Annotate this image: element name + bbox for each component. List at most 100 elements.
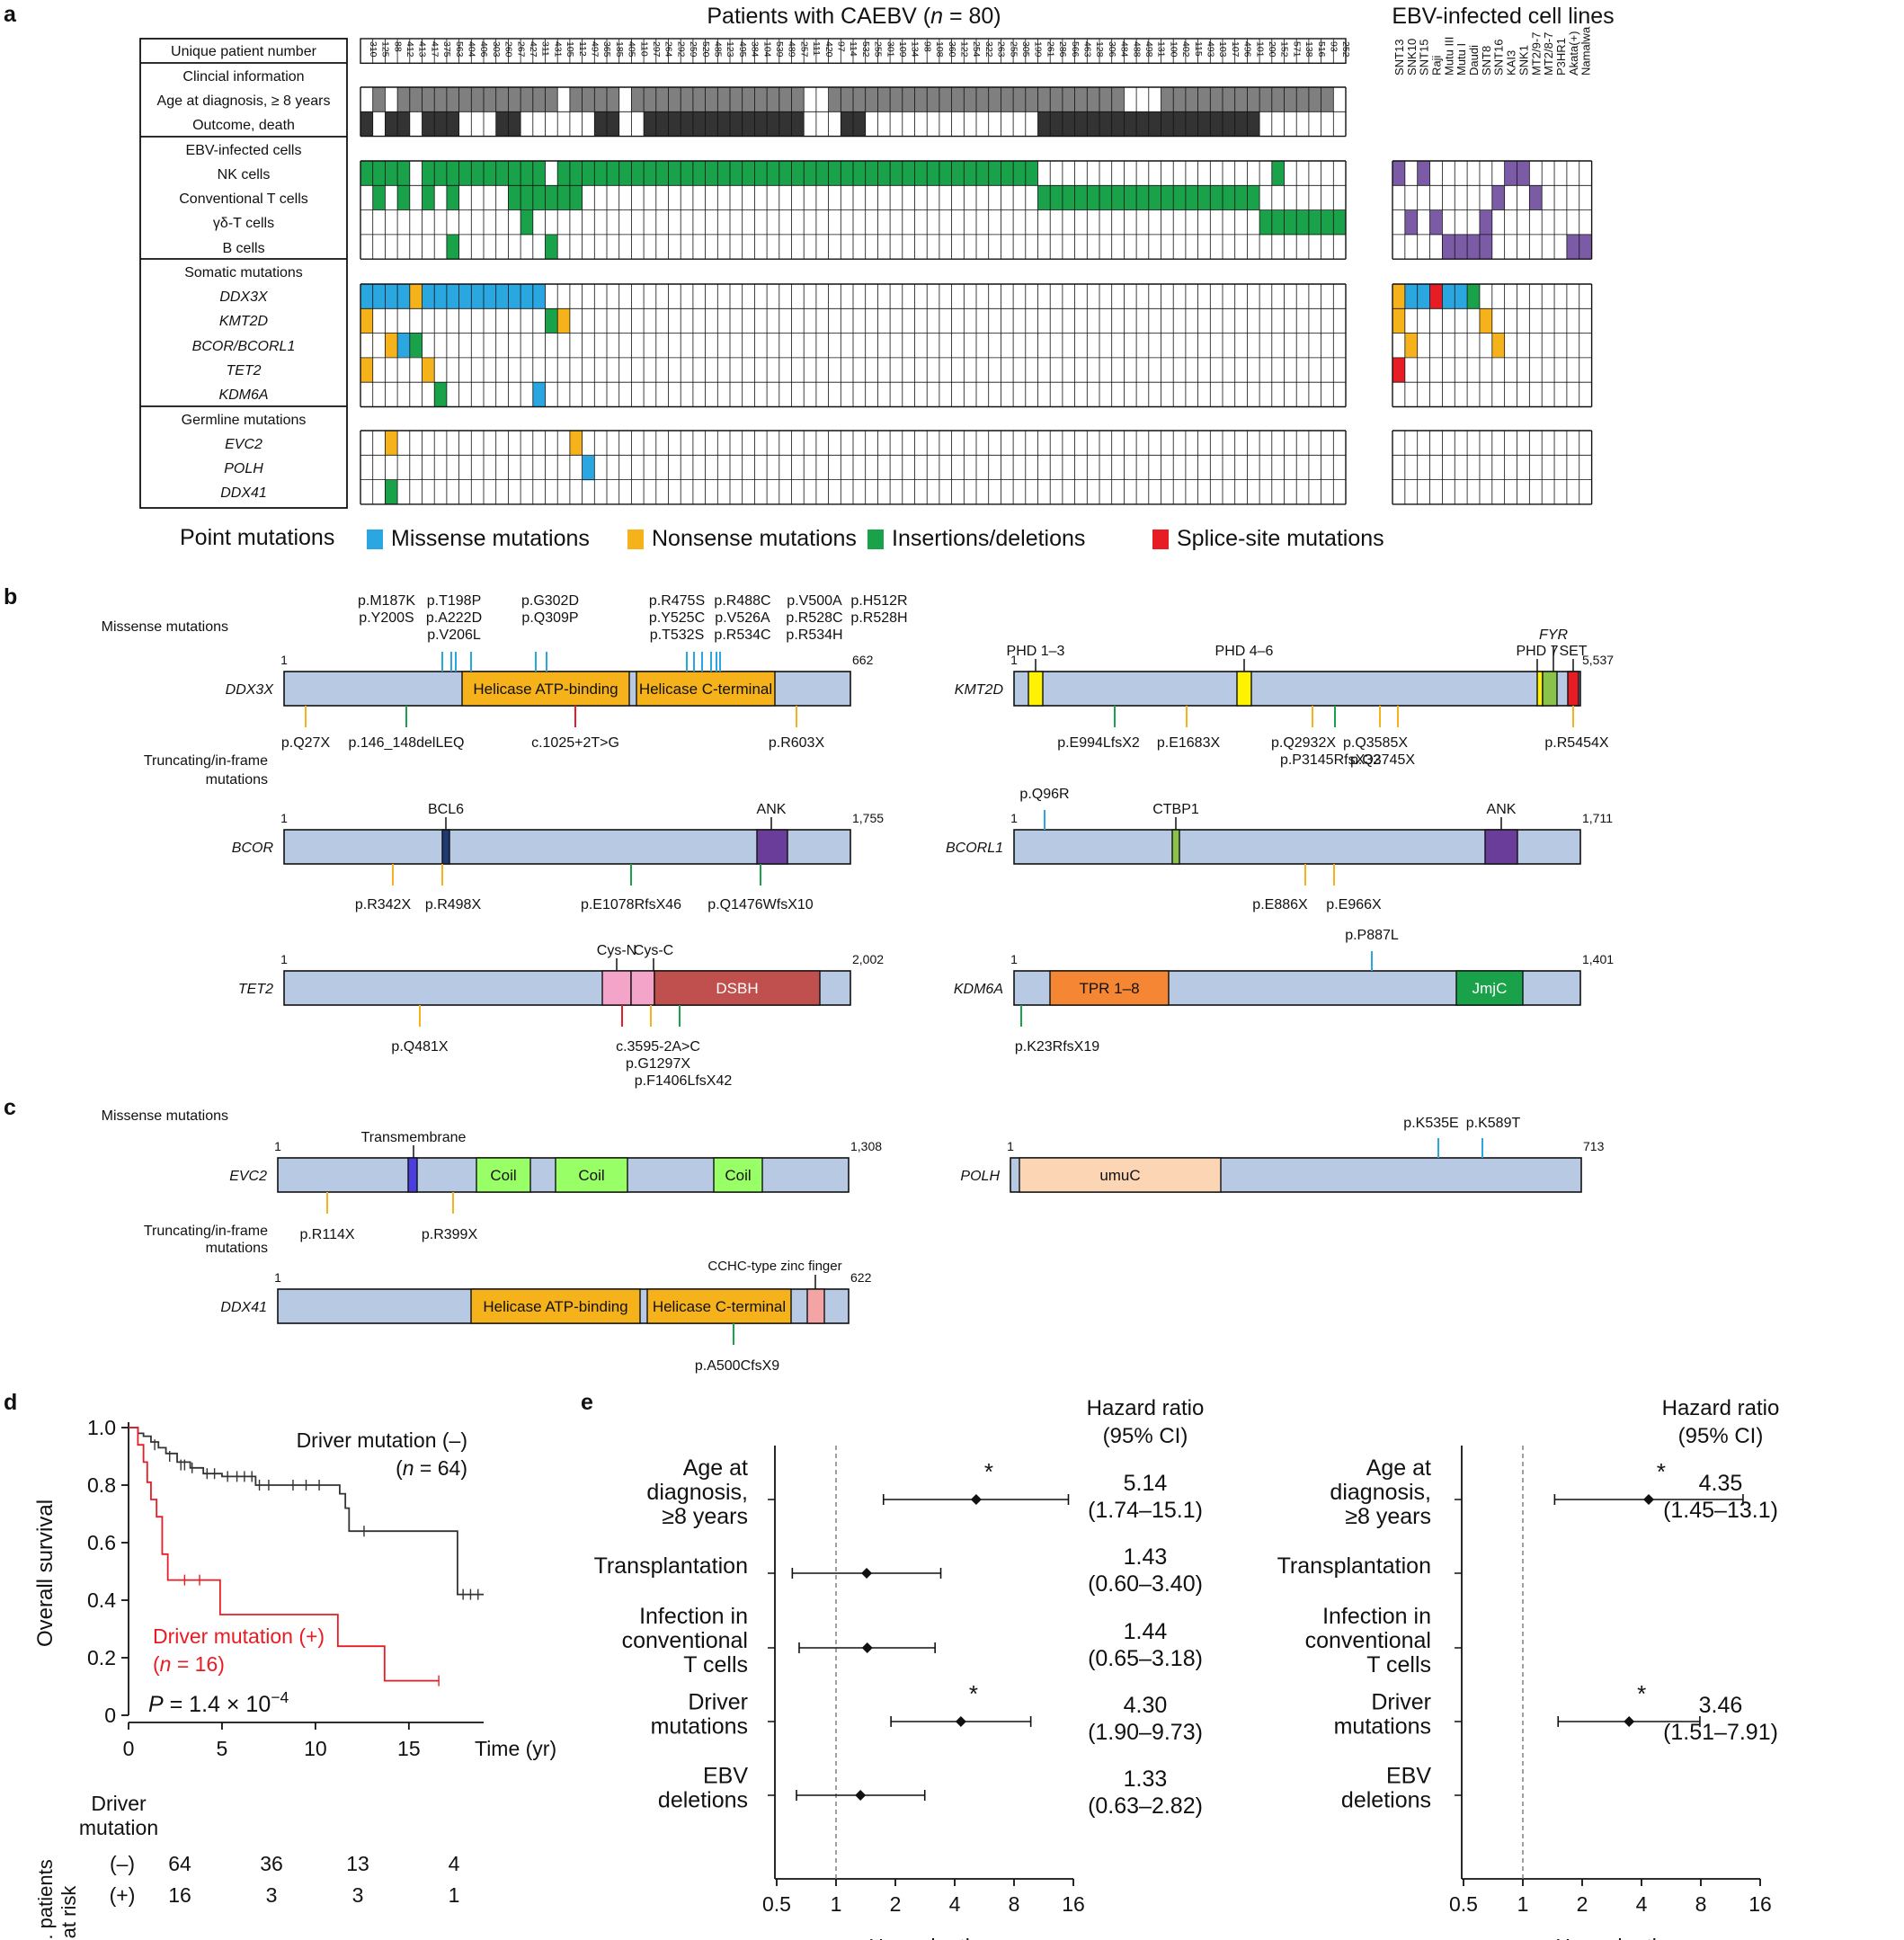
b-cells-cell bbox=[545, 235, 558, 260]
patients-title-part: n bbox=[930, 4, 943, 29]
nk-cell bbox=[791, 161, 805, 186]
forest-right-row-label: Driver bbox=[1371, 1690, 1431, 1715]
age-cell bbox=[890, 87, 903, 112]
conv-t-cell bbox=[1062, 185, 1075, 210]
cell-line-name: Mutu I bbox=[1455, 43, 1468, 76]
age-cell bbox=[976, 87, 989, 112]
ebv-infected-header: EBV-infected cells bbox=[186, 143, 302, 158]
conv-t-cell bbox=[1074, 185, 1088, 210]
cl-ddx3x-cell bbox=[1442, 284, 1455, 309]
ddx3x-cell bbox=[446, 284, 459, 309]
km-series-positive bbox=[129, 1427, 440, 1682]
kdm6a-end: 1,401 bbox=[1582, 952, 1614, 966]
tet2-mutation-label: p.G1297X bbox=[626, 1056, 690, 1072]
km-pos-n-part: ( bbox=[153, 1652, 160, 1676]
kmt2d-domain-top-label: PHD 1–3 bbox=[1007, 644, 1065, 659]
death-cell bbox=[1234, 111, 1248, 137]
risk-value: 64 bbox=[168, 1852, 191, 1875]
polh-label: POLH bbox=[224, 461, 263, 476]
ddx41-label: DDX41 bbox=[220, 485, 267, 501]
age-cell bbox=[668, 87, 681, 112]
tet2-label: TET2 bbox=[226, 363, 261, 378]
ddx41-end: 622 bbox=[850, 1270, 872, 1285]
ddx3x-start: 1 bbox=[280, 653, 288, 667]
conv-t-cell bbox=[557, 185, 570, 210]
nk-cell bbox=[385, 161, 398, 186]
cl-ddx3x-cell bbox=[1404, 284, 1418, 309]
age-cell bbox=[397, 87, 410, 112]
age-cell bbox=[569, 87, 583, 112]
bcorl1-domain bbox=[1171, 829, 1180, 865]
risk-title: Driver bbox=[91, 1792, 147, 1815]
forest-left-ci-text: (0.65–3.18) bbox=[1088, 1646, 1203, 1671]
forest-right-row-label: diagnosis, bbox=[1330, 1480, 1431, 1505]
ddx3x-domain-label: Helicase ATP-binding bbox=[473, 681, 618, 698]
gd-t-cell bbox=[1333, 210, 1346, 236]
forest-left-x-tick-label: 4 bbox=[949, 1892, 961, 1916]
risk-value: 36 bbox=[260, 1852, 283, 1875]
age-cell bbox=[1259, 87, 1272, 112]
conv-t-cell bbox=[532, 185, 546, 210]
evc2-mutation-label: p.R114X bbox=[299, 1227, 354, 1242]
nk-cell bbox=[779, 161, 792, 186]
patients-title-part: = 80) bbox=[943, 4, 1001, 29]
c-truncating-label-2: mutations bbox=[206, 1241, 268, 1256]
kmt2d-domain bbox=[1028, 671, 1044, 707]
forest-right-row-label: Age at bbox=[1366, 1455, 1431, 1481]
death-cell bbox=[1185, 111, 1198, 137]
nk-cell bbox=[815, 161, 829, 186]
bcor-start: 1 bbox=[280, 811, 288, 825]
ddx3x-missense-label: p.R534H bbox=[786, 627, 842, 643]
age-cell bbox=[1271, 87, 1285, 112]
legend-swatch bbox=[367, 529, 383, 549]
km-pos-n: (n = 16) bbox=[153, 1652, 225, 1676]
forest-right-row-label: Infection in bbox=[1322, 1604, 1431, 1629]
death-cell bbox=[1062, 111, 1075, 137]
bcor-mutation-label: p.E1078RfsX46 bbox=[581, 897, 681, 912]
forest-left-row-label: Driver bbox=[688, 1690, 748, 1715]
nk-cell bbox=[471, 161, 484, 186]
km-neg-n: (n = 64) bbox=[396, 1456, 467, 1480]
age-cell bbox=[1050, 87, 1063, 112]
kmt2d-bar bbox=[1013, 671, 1581, 707]
b-missense-label: Missense mutations bbox=[102, 619, 228, 635]
kmt2d-mutation-label: p.P3145RfsX32 bbox=[1280, 752, 1381, 768]
cell-line-name: MT2/9-7 bbox=[1529, 32, 1543, 76]
death-cell bbox=[1037, 111, 1051, 137]
ddx3x-cell bbox=[372, 284, 386, 309]
age-cell bbox=[582, 87, 595, 112]
age-cell bbox=[484, 87, 496, 112]
age-cell bbox=[607, 87, 619, 112]
risk-ylabel-2: at risk bbox=[58, 1885, 80, 1939]
patient-id: 252 bbox=[1340, 41, 1351, 58]
conv-t-cell bbox=[508, 185, 521, 210]
forest-left-hr-text: 1.33 bbox=[1124, 1766, 1168, 1792]
conv-t-cell bbox=[1124, 185, 1137, 210]
forest-right-row-label: deletions bbox=[1341, 1788, 1431, 1813]
death-cell bbox=[655, 111, 669, 137]
evc2-label: EVC2 bbox=[225, 437, 262, 452]
ddx3x-cell bbox=[508, 284, 521, 309]
forest-left-significance-star: * bbox=[969, 1680, 978, 1707]
tet2-domain-top-label: Cys-C bbox=[634, 943, 673, 958]
nk-cell bbox=[1013, 161, 1026, 186]
forest-right-x-tick-label: 2 bbox=[1577, 1892, 1588, 1916]
conv-t-cell bbox=[1185, 185, 1198, 210]
age-cell bbox=[1210, 87, 1223, 112]
tet2-domain bbox=[630, 970, 655, 1006]
bcorl1-domain-top-label: ANK bbox=[1487, 802, 1517, 817]
kmt2d-domain bbox=[1536, 671, 1544, 707]
age-cell bbox=[655, 87, 669, 112]
cl-nk-cell bbox=[1417, 161, 1430, 186]
forest-left-row-label: Infection in bbox=[639, 1604, 748, 1629]
forest-left-row-label: diagnosis, bbox=[646, 1480, 748, 1505]
legend-label: Nonsense mutations bbox=[652, 526, 857, 551]
nk-cell bbox=[988, 161, 1001, 186]
kdm6a-label: KDM6A bbox=[218, 387, 268, 403]
risk-value: 3 bbox=[352, 1883, 364, 1907]
ddx41-domain-label: Helicase ATP-binding bbox=[483, 1298, 627, 1315]
death-cell bbox=[1099, 111, 1112, 137]
tet2-end: 2,002 bbox=[852, 952, 884, 966]
ddx3x-missense-label: p.Y525C bbox=[649, 610, 705, 626]
cl-nk-cell bbox=[1517, 161, 1530, 186]
